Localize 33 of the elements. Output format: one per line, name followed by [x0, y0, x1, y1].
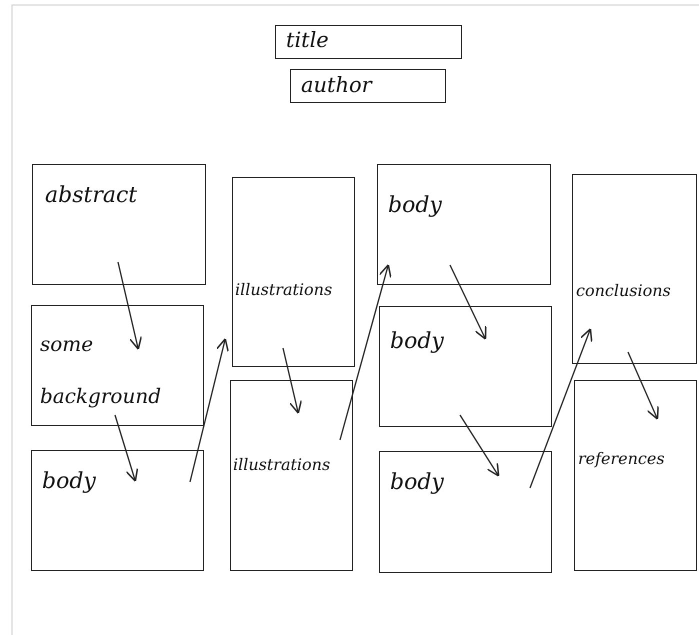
section-label: conclusions — [576, 281, 671, 300]
layout-box — [232, 177, 355, 367]
section-label: title — [286, 28, 329, 54]
section-label: body — [390, 329, 444, 356]
arrow — [459, 414, 500, 477]
arrow — [529, 328, 592, 488]
section-label: references — [578, 449, 665, 468]
layout-box — [572, 174, 697, 364]
arrow — [282, 348, 302, 414]
section-label: illustrations — [233, 455, 330, 474]
section-label: some background — [40, 331, 162, 410]
layout-box — [290, 69, 446, 103]
arrow — [117, 262, 142, 350]
section-label: body — [388, 193, 442, 220]
layout-box — [574, 380, 697, 571]
layout-box — [230, 380, 353, 571]
arrow — [449, 264, 486, 340]
arrow — [189, 338, 229, 482]
arrow — [114, 414, 138, 482]
layout-box — [31, 450, 204, 571]
arrow — [627, 352, 659, 420]
section-label: illustrations — [235, 280, 332, 300]
layout-box — [275, 25, 462, 59]
layout-box — [377, 164, 551, 285]
section-label: author — [301, 73, 372, 98]
arrow — [339, 264, 392, 440]
layout-box — [32, 164, 206, 285]
layout-box — [379, 451, 552, 573]
layout-box — [379, 306, 552, 427]
section-label: body — [390, 470, 444, 496]
layout-box — [31, 305, 204, 426]
section-label: body — [42, 469, 96, 496]
section-label: abstract — [45, 183, 138, 210]
